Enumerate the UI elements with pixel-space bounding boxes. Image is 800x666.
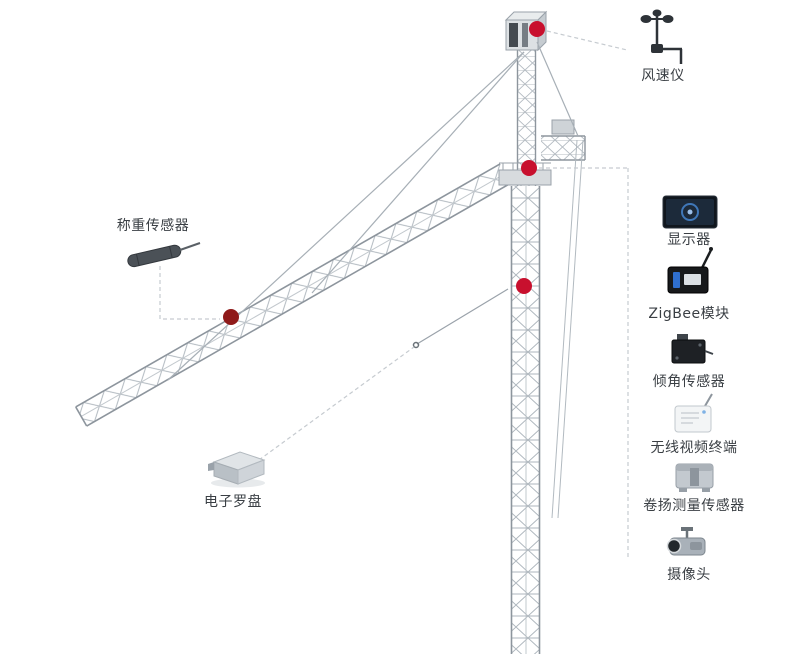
crane-counter-jib xyxy=(541,119,586,161)
zigbee-module-icon xyxy=(667,247,713,294)
marker-anemometer-position xyxy=(529,21,545,37)
crane-jib xyxy=(75,163,512,427)
anemometer-icon xyxy=(640,9,683,64)
camera-icon xyxy=(666,527,706,556)
anemometer-label: 风速仪 xyxy=(641,68,685,84)
display-label: 显示器 xyxy=(667,232,711,248)
zigbee-module-label: ZigBee模块 xyxy=(648,306,730,322)
marker-jib-position xyxy=(223,309,239,325)
tilt-sensor-icon xyxy=(671,334,714,364)
connector-weight-sensor xyxy=(159,266,220,320)
crane-mast xyxy=(510,186,541,654)
connector-compass xyxy=(258,346,415,461)
weight-sensor-label: 称重传感器 xyxy=(116,218,190,234)
display-icon xyxy=(662,195,718,229)
connector-anemometer xyxy=(546,30,628,51)
hoist-sensor-label: 卷扬测量传感器 xyxy=(643,498,745,514)
marker-jib-root-position xyxy=(521,160,537,176)
weight-sensor-icon xyxy=(127,242,201,268)
camera-label: 摄像头 xyxy=(667,567,711,583)
marker-mast-position xyxy=(516,278,532,294)
compass-icon xyxy=(208,451,266,488)
sensor-markers xyxy=(223,21,545,325)
callout-connectors xyxy=(159,30,629,558)
tilt-sensor-label: 倾角传感器 xyxy=(652,374,726,390)
crane-ropes xyxy=(167,41,584,519)
crane-cab xyxy=(504,10,548,52)
hoist-sensor-icon xyxy=(675,463,714,492)
wireless-video-terminal-label: 无线视频终端 xyxy=(650,440,738,456)
wireless-video-terminal-icon xyxy=(674,393,713,433)
compass-label: 电子罗盘 xyxy=(204,494,262,510)
